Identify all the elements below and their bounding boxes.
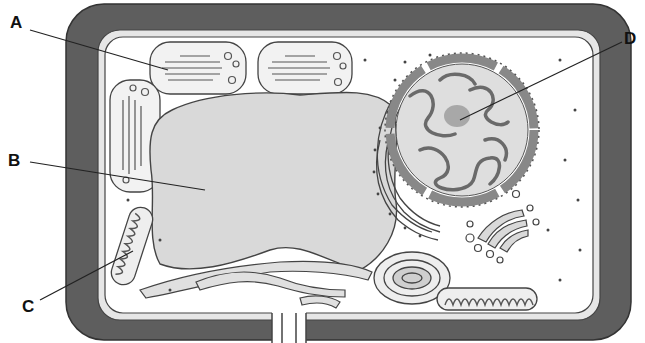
ribosomes: [127, 54, 582, 292]
mitochondrion: [108, 204, 156, 288]
golgi-apparatus: [466, 191, 539, 264]
cell-wall: [66, 4, 631, 340]
cell-membrane: [98, 30, 600, 320]
cytoplasm: [105, 37, 593, 313]
part-letter: C: [22, 298, 34, 315]
nucleus: [385, 53, 539, 207]
part-letter: D: [624, 30, 636, 47]
mitochondrion: [437, 288, 537, 310]
leader-line: [30, 30, 622, 300]
plasmodesma: [272, 312, 306, 343]
vacuole: [150, 92, 397, 270]
part-letter: A: [10, 14, 22, 31]
endoplasmic-reticulum: [140, 261, 372, 308]
part-letter: B: [8, 152, 20, 169]
